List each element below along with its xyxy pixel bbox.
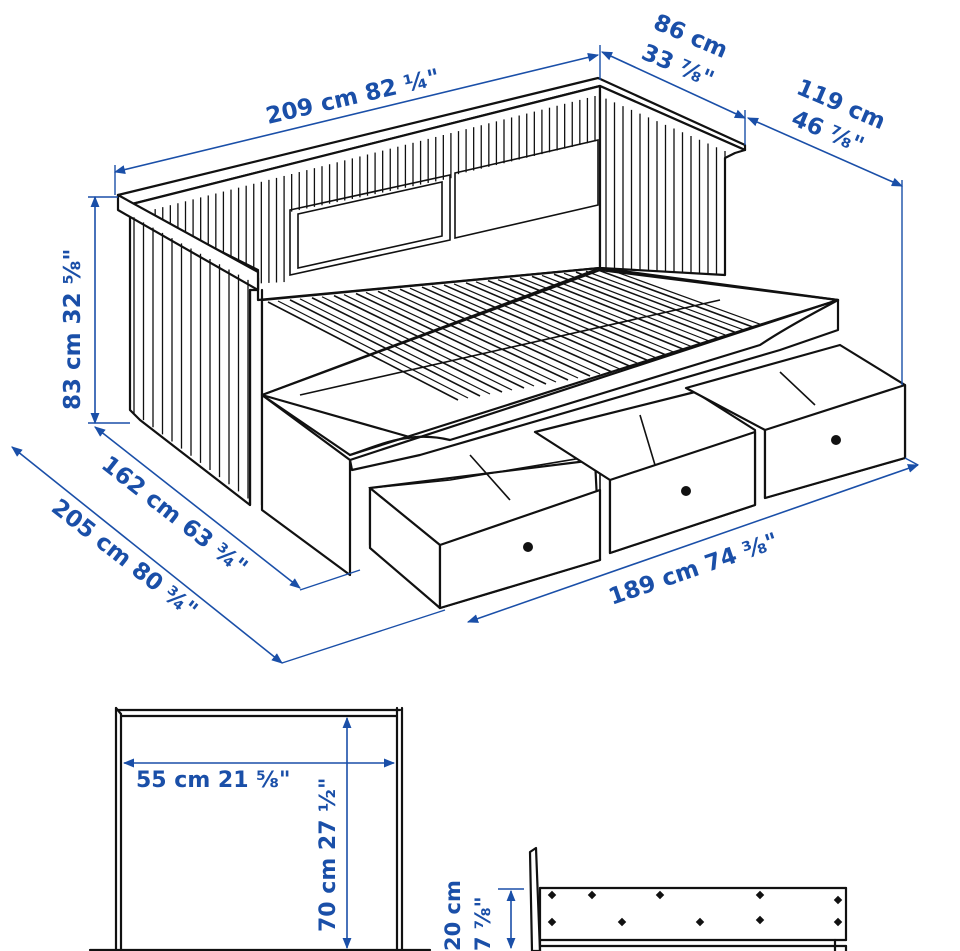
drawer-height-cm-label: 20 cm [441,880,465,951]
drawer-middle-knob[interactable] [681,486,691,496]
fastener-dot [755,890,765,900]
fastener-dot [655,890,665,900]
front-view-diagram: 55 cm 21 ⅝" 70 cm 27 ½" [88,706,432,951]
daybed-illustration [116,76,907,610]
fastener-dot [617,917,627,927]
drawer-height-in-label: 7 ⅞" [471,896,495,951]
height-label: 83 cm 32 ⅝" [60,249,86,410]
fastener-dot [587,890,597,900]
back-height-label: 70 cm 27 ½" [316,778,341,932]
fastener-dot [833,917,843,927]
length-label: 209 cm 82 ¼" [264,65,443,130]
back-raised-panel-left [289,174,451,276]
dimension-lines [11,45,920,664]
drawer-left[interactable] [367,454,602,610]
left-top-rail [116,193,260,292]
drawer-side-view-diagram: 20 cm 7 ⅞" [441,846,848,951]
drawer-right-knob[interactable] [831,435,841,445]
fastener-dot [547,890,557,900]
right-side-slats [605,98,726,275]
drawer-left-knob[interactable] [523,542,533,552]
fastener-dot [695,917,705,927]
fastener-dot [833,895,843,905]
fastener-dot [755,915,765,925]
seat-width-label: 55 cm 21 ⅝" [136,768,290,793]
fastener-dot [547,917,557,927]
drawer-fasteners [547,890,843,927]
